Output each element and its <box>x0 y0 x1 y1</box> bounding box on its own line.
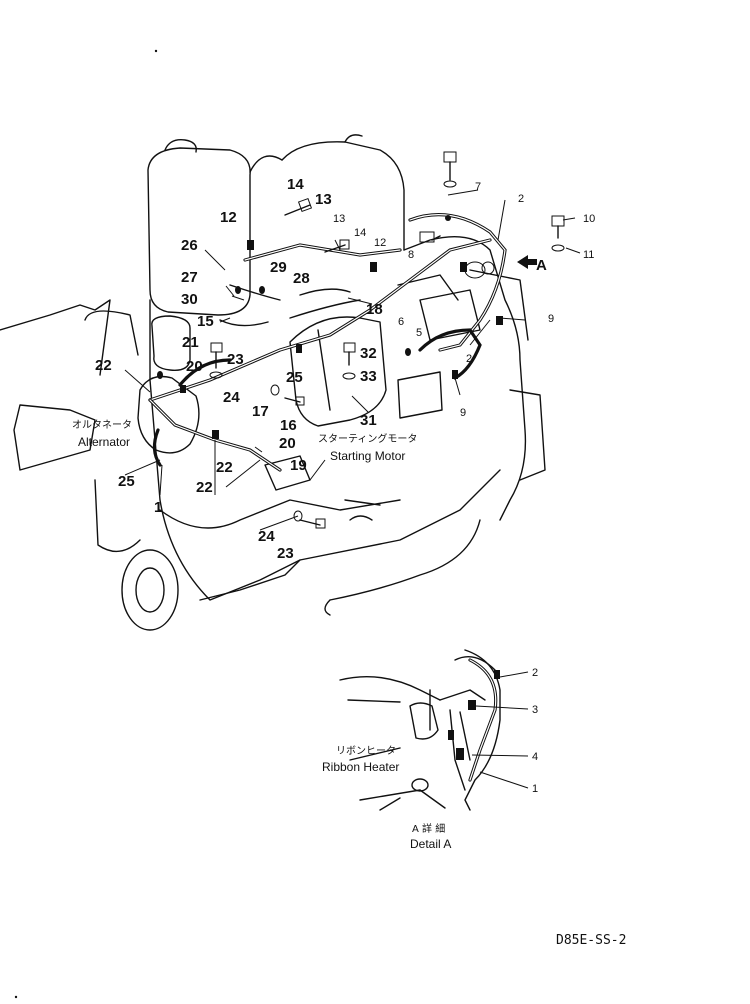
alternator-caption: Alternator <box>78 435 130 449</box>
label-14a: 14 <box>287 176 304 193</box>
label-20b: 20 <box>279 435 296 452</box>
starting-motor-caption: Starting Motor <box>330 449 405 463</box>
label-24b: 24 <box>258 528 275 545</box>
label-25a: 25 <box>286 369 303 386</box>
label-9a: 9 <box>548 313 554 325</box>
detail-label-4: 4 <box>532 751 538 763</box>
label-12b: 12 <box>374 237 386 249</box>
label-29: 29 <box>270 259 287 276</box>
label-32: 32 <box>360 345 377 362</box>
label-19: 19 <box>290 457 307 474</box>
label-20a: 20 <box>186 358 203 375</box>
label-2a: 2 <box>518 193 524 205</box>
label-31: 31 <box>360 412 377 429</box>
detail-label-3: 3 <box>532 704 538 716</box>
label-1: 1 <box>154 499 162 516</box>
label-14b: 14 <box>354 227 366 239</box>
label-2b: 2 <box>466 353 472 365</box>
leader-lines <box>124 189 581 531</box>
label-22b: 22 <box>216 459 233 476</box>
label-27: 27 <box>181 269 198 286</box>
label-28: 28 <box>293 270 310 287</box>
label-12a: 12 <box>220 209 237 226</box>
label-25b: 25 <box>118 473 135 490</box>
starting-motor-caption-jp: スターティングモータ <box>318 432 417 445</box>
label-21: 21 <box>182 334 199 351</box>
detail-label-1: 1 <box>532 783 538 795</box>
label-11: 11 <box>583 249 594 261</box>
detail-a-caption: Detail A <box>410 837 451 851</box>
alternator-caption-jp: オルタネータ <box>72 419 132 431</box>
ribbon-heater-caption: Ribbon Heater <box>322 760 399 774</box>
engine-outline <box>0 134 546 631</box>
label-13a: 13 <box>315 191 332 208</box>
label-22c: 22 <box>196 479 213 496</box>
component-captions: オルタネータ Alternator スターティングモータ Starting Mo… <box>72 419 417 463</box>
label-26: 26 <box>181 237 198 254</box>
label-view-a: A <box>536 257 547 274</box>
label-8: 8 <box>408 249 414 261</box>
callout-labels: 14 13 12 13 14 12 8 7 2 10 11 A 26 29 27… <box>95 176 595 562</box>
label-24a: 24 <box>223 389 240 406</box>
label-13b: 13 <box>333 213 345 225</box>
label-17: 17 <box>252 403 269 420</box>
fasteners <box>157 151 565 529</box>
wiring-harness <box>148 213 507 472</box>
drawing-code: D85E-SS-2 <box>556 933 626 948</box>
label-18: 18 <box>366 301 383 318</box>
label-23b: 23 <box>277 545 294 562</box>
ribbon-heater-caption-jp: リボンヒータ <box>336 745 396 757</box>
detail-a-caption-jp: A 詳 細 <box>412 822 445 835</box>
label-15: 15 <box>197 313 214 330</box>
label-23a: 23 <box>227 351 244 368</box>
label-6: 6 <box>398 316 404 328</box>
label-33: 33 <box>360 368 377 385</box>
detail-a-view: 2 3 4 1 リボンヒータ Ribbon Heater A 詳 細 Detai… <box>322 649 538 851</box>
label-5: 5 <box>416 327 422 339</box>
label-9b: 9 <box>460 407 466 419</box>
detail-label-2: 2 <box>532 667 538 679</box>
label-7: 7 <box>475 181 481 193</box>
label-16: 16 <box>280 417 297 434</box>
label-10: 10 <box>583 213 595 225</box>
label-30: 30 <box>181 291 198 308</box>
label-22a: 22 <box>95 357 112 374</box>
